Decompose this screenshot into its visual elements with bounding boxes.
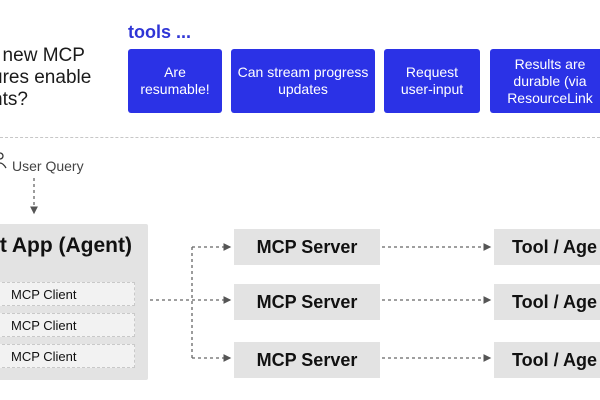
mcp-client-3: MCP Client <box>0 344 135 368</box>
mcp-client-1: MCP Client <box>0 282 135 306</box>
section-divider <box>0 137 600 138</box>
mcp-client-2: MCP Client <box>0 313 135 337</box>
tool-agent-3: Tool / Age <box>494 342 600 378</box>
tools-label: tools ... <box>128 22 191 42</box>
mcp-server-3: MCP Server <box>234 342 380 378</box>
tool-agent-1: Tool / Age <box>494 229 600 265</box>
mcp-server-2: MCP Server <box>234 284 380 320</box>
feature-durable-results: Results are durable (via ResourceLink <box>490 49 600 113</box>
mcp-server-1: MCP Server <box>234 229 380 265</box>
host-app-title: t App (Agent) <box>0 234 132 257</box>
feature-resumable: Are resumable! <box>128 49 222 113</box>
user-query-label: User Query <box>12 158 84 174</box>
feature-stream-progress: Can stream progress updates <box>231 49 375 113</box>
tool-agent-2: Tool / Age <box>494 284 600 320</box>
feature-request-input: Request user-input <box>384 49 480 113</box>
question-heading: t new MCP ures enable nts? <box>0 45 92 110</box>
user-icon <box>0 152 8 175</box>
